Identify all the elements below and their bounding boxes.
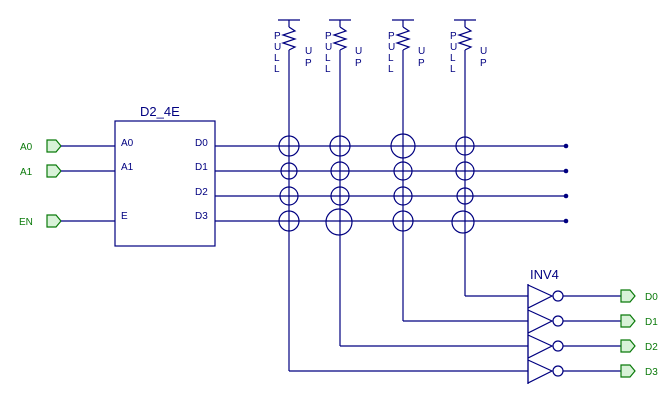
inverter-inv4[interactable]: INV4 bbox=[527, 267, 621, 384]
svg-text:L: L bbox=[274, 64, 280, 75]
input-port-en[interactable]: EN bbox=[19, 214, 115, 228]
svg-text:L: L bbox=[388, 64, 394, 75]
decoder-output-bus bbox=[215, 143, 569, 224]
output-port-d0-label: D0 bbox=[645, 292, 658, 303]
pullup-resistor-4[interactable]: P U L L U P bbox=[450, 19, 487, 296]
decoder-pin-d2: D2 bbox=[195, 187, 208, 198]
input-port-en-label: EN bbox=[19, 217, 33, 228]
input-port-a0-label: A0 bbox=[20, 142, 33, 153]
output-port-d2-label: D2 bbox=[645, 342, 658, 353]
svg-text:U: U bbox=[305, 46, 312, 57]
input-port-a1[interactable]: A1 bbox=[20, 164, 115, 178]
pullup-resistor-2[interactable]: P U L L U P bbox=[325, 19, 362, 346]
svg-text:P: P bbox=[274, 31, 281, 42]
decoder-pin-e: E bbox=[121, 211, 128, 222]
svg-text:L: L bbox=[450, 64, 456, 75]
decoder-pin-a1: A1 bbox=[121, 162, 134, 173]
svg-text:U: U bbox=[450, 42, 457, 53]
decoder-pin-a0: A0 bbox=[121, 138, 134, 149]
inverter-title: INV4 bbox=[530, 267, 559, 282]
svg-text:U: U bbox=[480, 46, 487, 57]
svg-text:L: L bbox=[325, 64, 331, 75]
decoder-title: D2_4E bbox=[140, 104, 180, 119]
decoder-pin-d3: D3 bbox=[195, 211, 208, 222]
output-port-d3[interactable]: D3 bbox=[620, 364, 658, 378]
svg-text:U: U bbox=[388, 42, 395, 53]
svg-text:L: L bbox=[325, 53, 331, 64]
output-port-d1[interactable]: D1 bbox=[620, 314, 658, 328]
crossing-fuses bbox=[278, 133, 475, 236]
input-port-a1-label: A1 bbox=[20, 167, 33, 178]
output-port-d0[interactable]: D0 bbox=[620, 289, 658, 303]
output-port-d3-label: D3 bbox=[645, 367, 658, 378]
svg-text:L: L bbox=[274, 53, 280, 64]
svg-text:U: U bbox=[325, 42, 332, 53]
svg-text:U: U bbox=[274, 42, 281, 53]
svg-text:P: P bbox=[325, 31, 332, 42]
output-port-d2[interactable]: D2 bbox=[620, 339, 658, 353]
svg-text:P: P bbox=[388, 31, 395, 42]
inverter-input-wires bbox=[289, 295, 528, 372]
decoder-pin-d1: D1 bbox=[195, 162, 208, 173]
svg-text:L: L bbox=[450, 53, 456, 64]
svg-text:P: P bbox=[355, 58, 362, 69]
svg-text:U: U bbox=[355, 46, 362, 57]
decoder-d2-4e[interactable]: D2_4E A0 A1 E D0 D1 D2 D3 bbox=[114, 104, 216, 247]
svg-text:P: P bbox=[418, 58, 425, 69]
output-port-d1-label: D1 bbox=[645, 317, 658, 328]
svg-text:P: P bbox=[305, 58, 312, 69]
svg-text:P: P bbox=[450, 31, 457, 42]
pullup-resistor-3[interactable]: P U L L U P bbox=[388, 19, 425, 321]
decoder-pin-d0: D0 bbox=[195, 138, 208, 149]
svg-text:L: L bbox=[388, 53, 394, 64]
svg-text:P: P bbox=[480, 58, 487, 69]
svg-text:U: U bbox=[418, 46, 425, 57]
input-port-a0[interactable]: A0 bbox=[20, 139, 115, 153]
